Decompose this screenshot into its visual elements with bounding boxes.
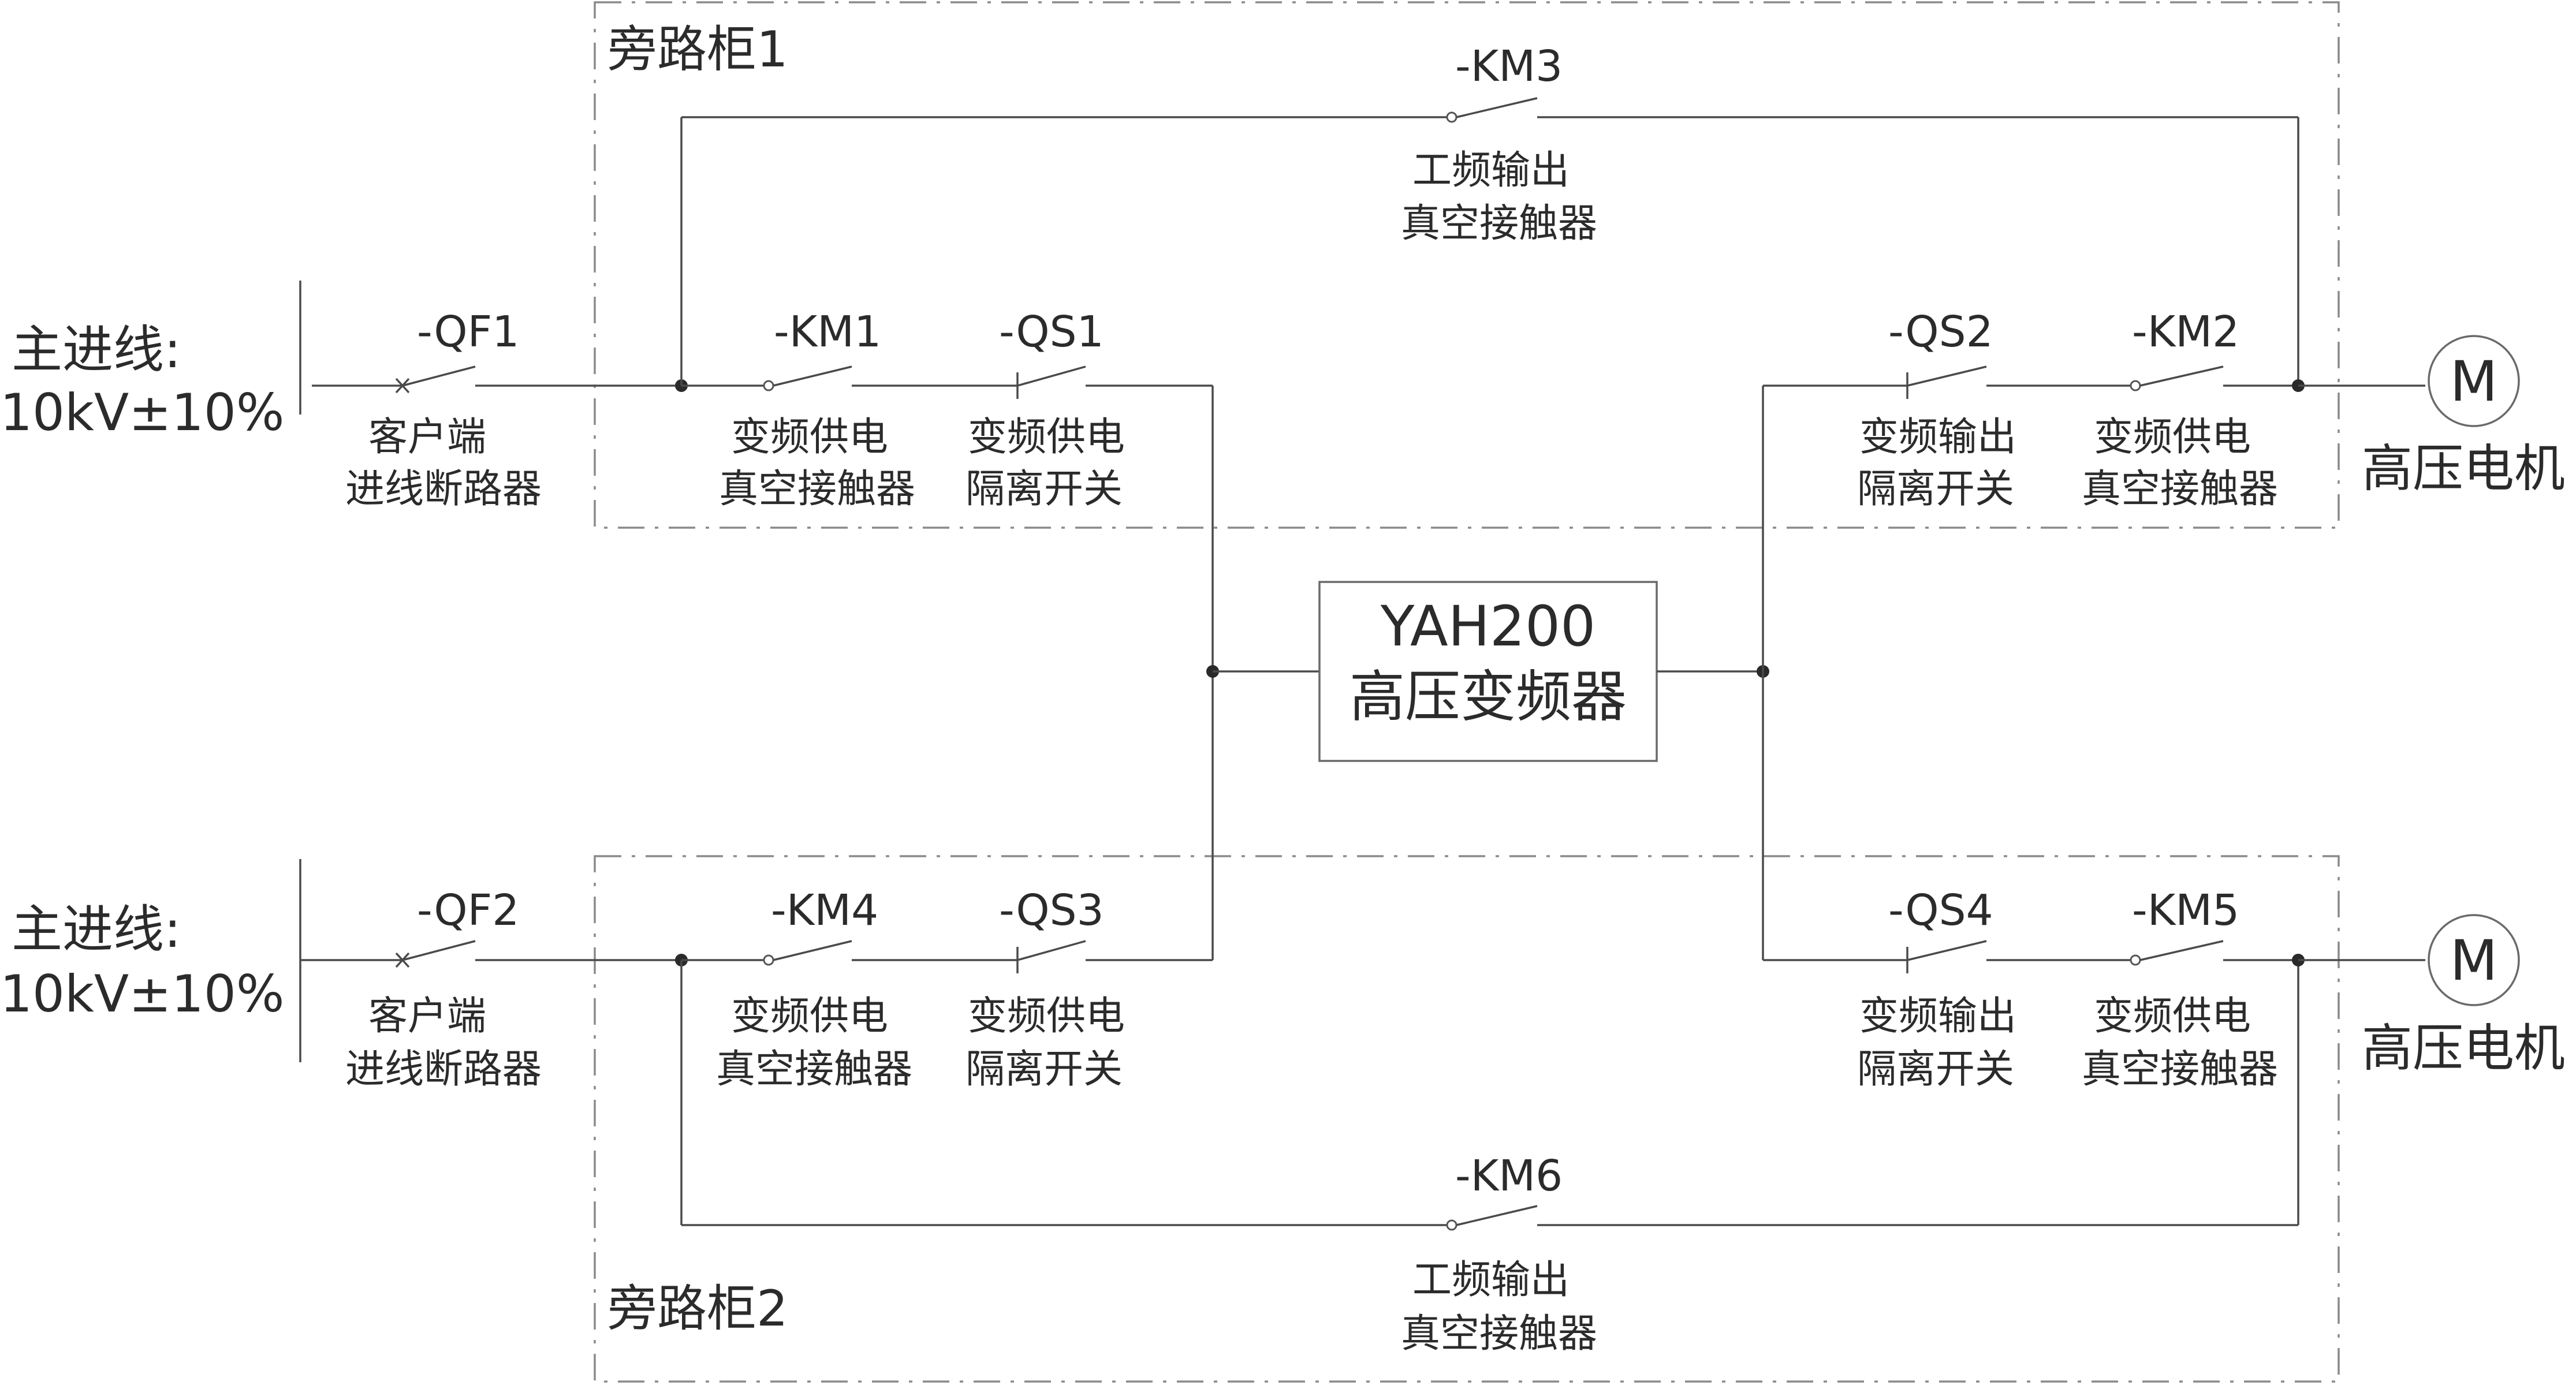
source-1-label: 主进线: — [12, 320, 181, 379]
inverter-model: YAH200 — [1380, 594, 1595, 659]
qs1-tag: -QS1 — [999, 307, 1104, 357]
km5-tag: -KM5 — [2132, 886, 2239, 935]
qf2-desc-line1: 客户端 — [368, 994, 486, 1039]
source-2-voltage: 10kV±10% — [0, 964, 284, 1024]
km2-contactor-symbol — [2130, 380, 2141, 391]
km3-desc-line2: 真空接触器 — [1401, 201, 1597, 247]
km1-desc-line2: 真空接触器 — [719, 466, 915, 512]
km4-contactor-symbol — [763, 954, 774, 966]
qf1-desc-line2: 进线断路器 — [345, 466, 542, 512]
motor-1-label: 高压电机 — [2362, 439, 2565, 498]
qs2-desc-line1: 变频输出 — [1859, 415, 2016, 460]
motor-1-M: M — [2450, 349, 2498, 414]
km1-tag: -KM1 — [774, 307, 881, 357]
qs4-tag: -QS4 — [1888, 886, 1993, 935]
km2-desc-line1: 变频供电 — [2094, 415, 2251, 460]
bypass-cabinet-2-boundary — [594, 855, 2340, 1383]
cabinet-1-title: 旁路柜1 — [607, 21, 788, 79]
bypass-cabinet-1-boundary — [594, 1, 2340, 529]
qf1-tag: -QF1 — [417, 307, 519, 357]
inverter-box — [1318, 581, 1658, 762]
motor-2-label: 高压电机 — [2362, 1018, 2565, 1078]
qf1-desc-line1: 客户端 — [368, 415, 486, 460]
km3-desc-line1: 工频输出 — [1412, 148, 1570, 193]
inverter-block: YAH200 高压变频器 — [1206, 386, 1769, 960]
source-2-label: 主进线: — [12, 899, 181, 959]
motor-2-symbol — [2428, 914, 2520, 1006]
km1-contactor-symbol — [763, 380, 774, 391]
km3-tag: -KM3 — [1455, 42, 1563, 91]
km3-contactor-symbol — [1446, 111, 1457, 123]
km6-desc-line1: 工频输出 — [1412, 1257, 1570, 1303]
qs3-tag: -QS3 — [999, 886, 1104, 935]
qf2-tag: -QF2 — [417, 886, 519, 935]
km1-desc-line1: 变频供电 — [731, 415, 888, 460]
source-1-voltage: 10kV±10% — [0, 383, 284, 442]
km5-contactor-symbol — [2130, 954, 2141, 966]
qs3-desc-line2: 隔离开关 — [965, 1047, 1123, 1092]
qf1-breaker-symbol — [395, 365, 476, 394]
qs4-desc-line1: 变频输出 — [1859, 994, 2016, 1039]
km2-desc-line2: 真空接触器 — [2082, 466, 2278, 512]
qs3-desc-line1: 变频供电 — [968, 994, 1125, 1039]
qf2-breaker-symbol — [395, 940, 476, 968]
motor-2-M: M — [2450, 928, 2498, 993]
inverter-name: 高压变频器 — [1349, 664, 1627, 729]
feeder-1: 主进线: 10kV±10% -QF1 客户端 进线断路器 -KM1 变频供电 真… — [0, 42, 2565, 512]
qs4-desc-line2: 隔离开关 — [1857, 1047, 2014, 1092]
qs1-desc-line2: 隔离开关 — [965, 466, 1123, 512]
qf2-desc-line2: 进线断路器 — [345, 1047, 542, 1092]
qs1-desc-line1: 变频供电 — [968, 415, 1125, 460]
km4-desc-line1: 变频供电 — [731, 994, 888, 1039]
km6-contactor-symbol — [1446, 1219, 1457, 1231]
km6-desc-line2: 真空接触器 — [1401, 1311, 1597, 1357]
km4-tag: -KM4 — [771, 886, 878, 935]
motor-1-symbol — [2428, 335, 2520, 427]
qs2-desc-line2: 隔离开关 — [1857, 466, 2014, 512]
km5-desc-line1: 变频供电 — [2094, 994, 2251, 1039]
km2-tag: -KM2 — [2132, 307, 2239, 357]
km6-tag: -KM6 — [1455, 1151, 1563, 1201]
feeder-2: 主进线: 10kV±10% -QF2 客户端 进线断路器 -KM4 变频供电 真… — [0, 859, 2565, 1357]
km5-desc-line2: 真空接触器 — [2082, 1047, 2278, 1092]
km4-desc-line2: 真空接触器 — [716, 1047, 912, 1092]
qs2-tag: -QS2 — [1888, 307, 1993, 357]
cabinet-2-title: 旁路柜2 — [607, 1280, 788, 1338]
